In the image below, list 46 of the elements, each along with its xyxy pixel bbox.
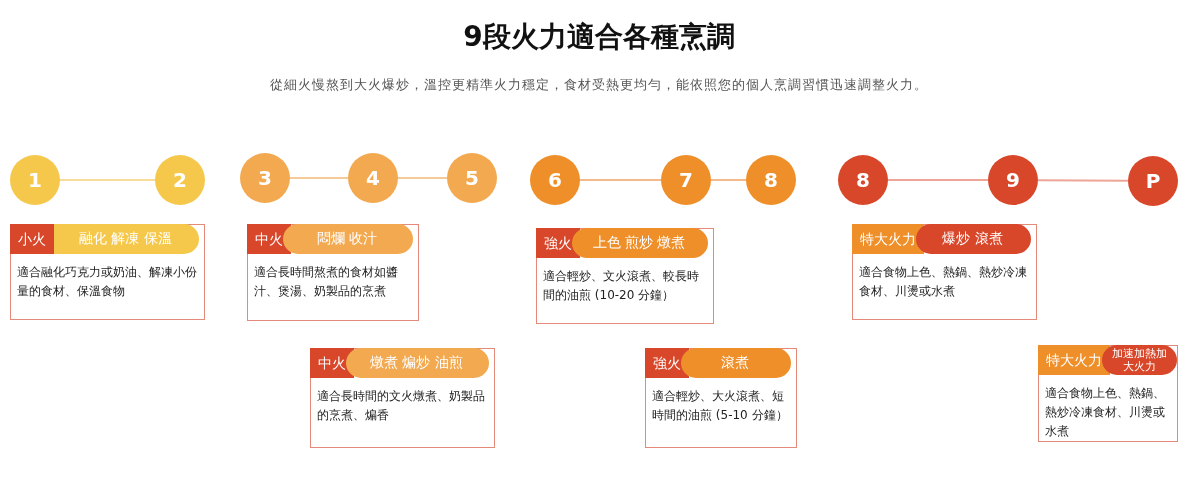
level-number-circle: 5 bbox=[447, 153, 497, 203]
level-number-circle: 4 bbox=[348, 153, 398, 203]
level-number-circle: 2 bbox=[155, 155, 205, 205]
heat-level-tag: 中火 bbox=[310, 348, 354, 378]
level-number-circle: 6 bbox=[530, 155, 580, 205]
heat-level-tag: 小火 bbox=[10, 224, 54, 254]
title: 9段火力適合各種烹調 bbox=[462, 19, 736, 55]
description-text: 適合食物上色、熱鍋、熱炒冷凍食材、川燙或水煮 bbox=[1045, 385, 1166, 440]
level-number-circle: 8 bbox=[746, 155, 796, 205]
heat-level-tag: 中火 bbox=[247, 224, 291, 254]
cooking-method-pill: 爆炒 滾煮 bbox=[916, 224, 1031, 254]
level-number-circle: 8 bbox=[838, 155, 888, 205]
heat-level-tag: 強火 bbox=[536, 228, 580, 258]
connector-line bbox=[579, 179, 662, 181]
description-text: 適合長時間熬煮的食材如醬汁、煲湯、奶製品的烹煮 bbox=[254, 264, 399, 300]
info-card bbox=[310, 348, 495, 448]
info-card bbox=[10, 224, 205, 320]
connector-line bbox=[887, 179, 989, 181]
connector-line bbox=[289, 177, 349, 179]
connector-line bbox=[710, 179, 747, 181]
cooking-method-pill: 悶爛 收汁 bbox=[283, 224, 413, 254]
info-card bbox=[852, 224, 1037, 320]
cooking-method-pill: 加速加熱加大火力 bbox=[1102, 345, 1177, 375]
level-number-circle: 1 bbox=[10, 155, 60, 205]
level-number-circle: 9 bbox=[988, 155, 1038, 205]
description-text: 適合長時間的文火燉煮、奶製品的烹煮、煸香 bbox=[317, 388, 486, 424]
description-text: 適合食物上色、熱鍋、熱炒冷凍食材、川燙或水煮 bbox=[859, 264, 1028, 300]
cooking-method-pill: 上色 煎炒 燉煮 bbox=[572, 228, 708, 258]
connector-line bbox=[59, 179, 156, 181]
connector-line bbox=[1037, 179, 1129, 182]
description-text: 適合輕炒、文火滾煮、較長時間的油煎 (10-20 分鐘） bbox=[543, 268, 700, 304]
cooking-method-pill: 滾煮 bbox=[681, 348, 791, 378]
info-card bbox=[247, 224, 419, 321]
subtitle: 從細火慢熬到大火爆炒，溫控更精準火力穩定，食材受熱更均勻，能依照您的個人烹調習慣迅速調整火力。 bbox=[269, 76, 929, 94]
connector-line bbox=[397, 177, 448, 179]
cooking-method-pill: 燉煮 煸炒 油煎 bbox=[346, 348, 489, 378]
description-text: 適合輕炒、大火滾煮、短時間的油煎 (5-10 分鐘） bbox=[652, 388, 789, 424]
level-number-circle: P bbox=[1128, 156, 1178, 206]
info-card bbox=[536, 228, 714, 324]
info-card bbox=[1038, 345, 1178, 442]
level-number-circle: 3 bbox=[240, 153, 290, 203]
info-card bbox=[645, 348, 797, 448]
description-text: 適合融化巧克力或奶油、解凍小份量的食材、保溫食物 bbox=[17, 264, 198, 300]
cooking-method-pill: 融化 解凍 保溫 bbox=[54, 224, 199, 254]
heat-level-tag: 強火 bbox=[645, 348, 689, 378]
level-number-circle: 7 bbox=[661, 155, 711, 205]
